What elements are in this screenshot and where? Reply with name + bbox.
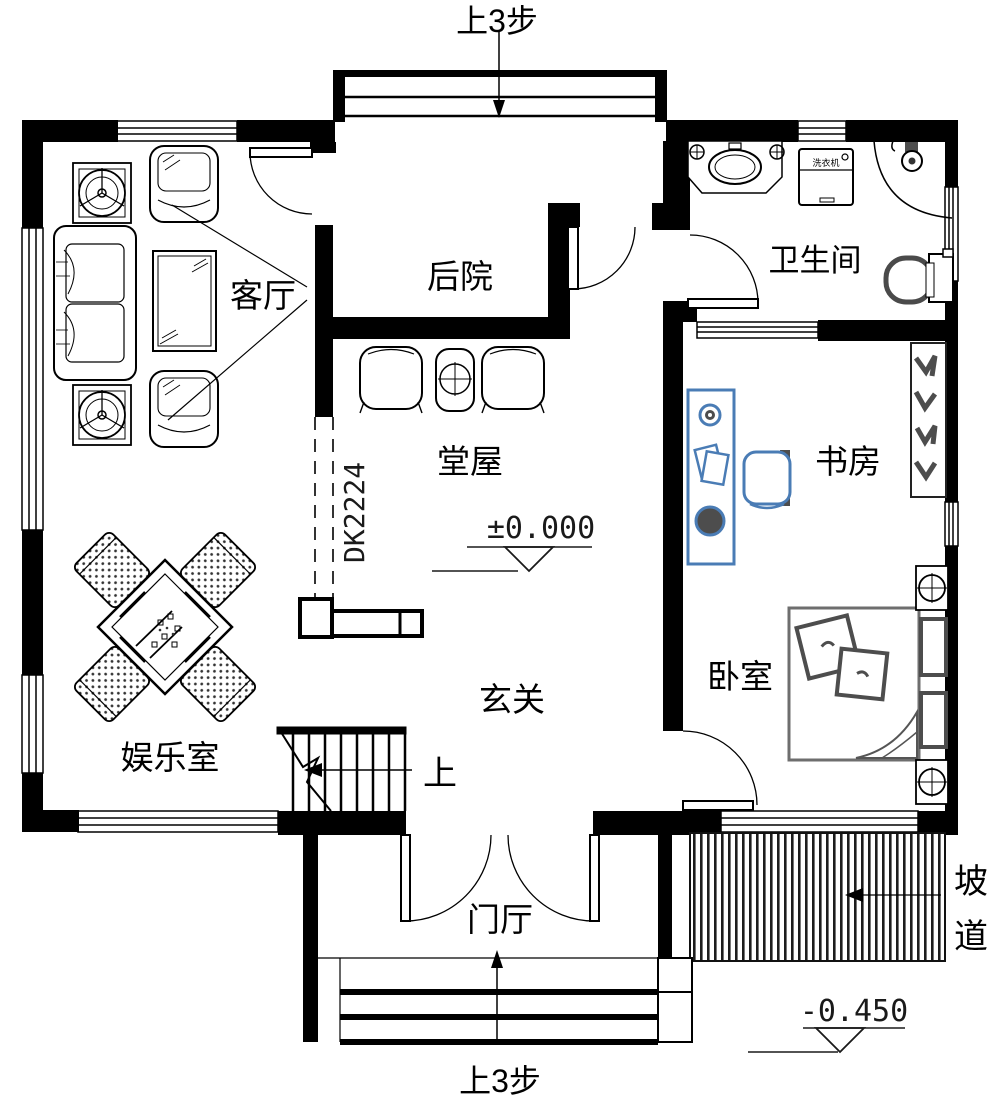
- window-right-mid: [944, 501, 959, 547]
- sink: [687, 140, 785, 194]
- window-left-upper: [21, 227, 44, 531]
- room-label-entertainment: 娱乐室: [121, 739, 220, 776]
- side-table-lamp-bottom: [72, 384, 132, 446]
- bed-pillow: [834, 646, 890, 702]
- break-line: [278, 728, 332, 812]
- blanket-fold: [855, 708, 918, 759]
- headboard-pillow: [919, 617, 948, 677]
- doors: [249, 147, 759, 922]
- window-bedroom-south: [720, 810, 919, 833]
- study-furniture: [686, 342, 947, 566]
- nightstand-top: [915, 565, 949, 611]
- hall-side-table: [435, 348, 475, 412]
- label-steps-top: 上3步: [456, 3, 538, 39]
- coffee-table: [152, 250, 217, 352]
- window-study-divider: [696, 321, 819, 339]
- door-living-room: [249, 147, 313, 215]
- back-steps: [345, 32, 655, 118]
- mahjong-table: [96, 558, 234, 696]
- arrow-left-icon: [845, 888, 863, 902]
- leader-line-1: [171, 204, 308, 288]
- window-bottom-left: [77, 810, 279, 833]
- bedroom-furniture: [787, 565, 949, 805]
- ramp-label-1: 坡: [954, 863, 988, 901]
- nightstand-bottom: [915, 759, 949, 805]
- room-label-foyer: 门厅: [467, 901, 533, 938]
- living-room-furniture: [53, 145, 308, 448]
- hall-partition: [298, 417, 424, 639]
- hall-chair-right: [481, 346, 545, 414]
- room-label-bedroom: 卧室: [707, 658, 773, 695]
- level-main-value: ±0.000: [487, 511, 595, 546]
- arrow-down-icon: [493, 100, 505, 118]
- foyer-steps: [305, 950, 658, 1045]
- mahjong-set: [73, 531, 257, 723]
- room-label-backyard: 后院: [427, 258, 493, 295]
- arrow-left-icon: [304, 763, 322, 777]
- sofa: [53, 225, 137, 381]
- shower: [873, 140, 953, 219]
- desk-chair: [742, 450, 792, 510]
- door-bathroom: [687, 234, 759, 309]
- stairs-up-label: 上: [423, 755, 457, 793]
- desk-papers: [693, 443, 730, 487]
- column: [298, 597, 334, 639]
- ramp: [657, 832, 946, 1043]
- room-label-bathroom: 卫生间: [769, 243, 862, 278]
- headboard-pillow: [919, 691, 948, 749]
- walls: [22, 70, 958, 1042]
- room-label-entry: 玄关: [479, 681, 545, 718]
- armchair-bottom: [149, 370, 219, 448]
- double-door-main: [400, 834, 600, 922]
- windows: [21, 120, 959, 833]
- room-label-hall: 堂屋: [437, 443, 503, 480]
- armchair-top: [149, 145, 219, 223]
- window-bathroom-top: [797, 120, 847, 142]
- desk-stool: [694, 505, 726, 537]
- staircase: [276, 726, 412, 812]
- level-marker-outside: [748, 1027, 905, 1054]
- washing-machine: [798, 148, 854, 206]
- room-label-living-room: 客厅: [230, 277, 296, 314]
- duct-code: DK2224: [338, 462, 371, 563]
- desk-cup: [698, 403, 722, 427]
- window-left-lower: [21, 674, 44, 774]
- wardrobe: [910, 342, 947, 498]
- door-backyard: [567, 226, 636, 290]
- toilet: [883, 248, 954, 305]
- leader-line-2: [167, 299, 308, 421]
- level-outside-value: -0.450: [800, 994, 908, 1029]
- arrow-up-icon: [491, 950, 503, 968]
- door-bedroom: [682, 730, 758, 811]
- label-steps-bottom: 上3步: [459, 1063, 541, 1099]
- room-label-study: 书房: [815, 443, 881, 480]
- ramp-label-2: 道: [954, 918, 988, 956]
- level-marker-main: [432, 546, 592, 573]
- ramp-side-steps: [657, 957, 693, 1043]
- washer-label: 洗衣机: [812, 157, 839, 168]
- wall-stub: [330, 609, 424, 638]
- hall-furniture: [359, 346, 545, 414]
- window-top-left: [116, 120, 238, 142]
- hall-chair-left: [359, 346, 423, 414]
- side-table-lamp-top: [72, 162, 132, 224]
- bathroom-fixtures: [687, 140, 954, 305]
